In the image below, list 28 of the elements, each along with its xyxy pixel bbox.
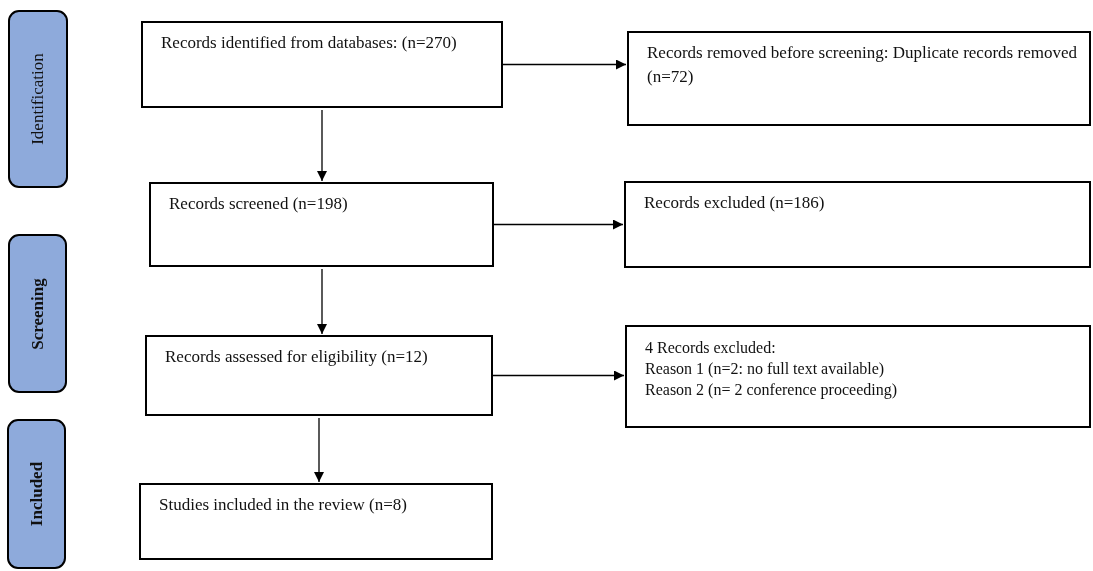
process-box [624, 181, 1091, 268]
arrow [493, 219, 624, 230]
phase-label [8, 234, 67, 393]
phase-label [8, 10, 68, 188]
process-box [149, 182, 494, 267]
phase-title: Identification [28, 53, 48, 145]
arrow [317, 268, 327, 335]
box-text: Records identified from databases: (n=270) [161, 32, 458, 54]
box-text: Records excluded (n=186) [644, 192, 826, 214]
arrow [492, 370, 625, 381]
process-box [139, 483, 493, 560]
box-text: Records assessed for eligibility (n=12) [165, 346, 429, 368]
process-box [145, 335, 493, 416]
phase-label [7, 419, 66, 569]
reason-text: Reason 2 (n= 2 conference proceeding) [645, 380, 899, 400]
phase-title: Screening [27, 277, 48, 350]
arrow [317, 109, 327, 182]
box-text: 4 Records excluded: [645, 338, 777, 358]
box-text: Records removed before screening: Duplicate records removed (n=72) [647, 42, 1077, 88]
process-box [627, 31, 1091, 126]
reason-text: Reason 1 (n=2: no full text available) [645, 359, 886, 379]
phase-title: Included [26, 461, 47, 527]
arrow [502, 59, 627, 70]
process-box [625, 325, 1091, 428]
box-text: Studies included in the review (n=8) [159, 494, 408, 516]
arrow [314, 417, 324, 483]
process-box [141, 21, 503, 108]
box-text: Records screened (n=198) [169, 193, 349, 215]
